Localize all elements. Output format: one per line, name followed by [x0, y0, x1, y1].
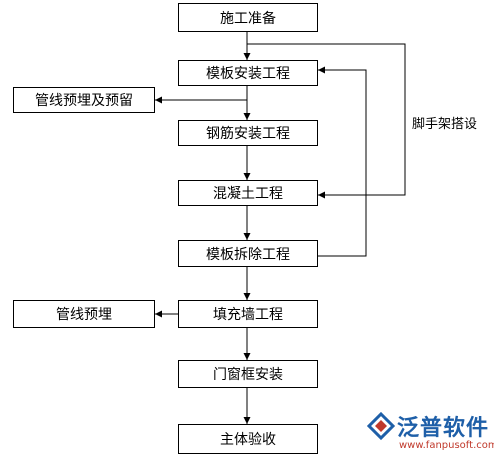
side-box-pipe-embed-reserve: 管线预埋及预留 — [13, 87, 155, 113]
step-infill-wall: 填充墙工程 — [178, 300, 318, 328]
logo-name: 泛普软件 — [397, 416, 490, 441]
scaffold-loop-inner — [318, 66, 367, 257]
fanpu-logo-icon — [367, 412, 395, 441]
step-window-frame-install: 门窗框安装 — [178, 360, 318, 388]
step-concrete: 混凝土工程 — [178, 180, 318, 206]
step-rebar-install: 钢筋安装工程 — [178, 120, 318, 146]
scaffold-label: 脚手架搭设 — [412, 117, 478, 132]
logo-url: www.fanpusoft.com — [399, 440, 494, 451]
step-main-acceptance: 主体验收 — [178, 424, 318, 454]
fanpu-logo: 泛普软件 www.fanpusoft.com — [367, 410, 494, 458]
scaffold-loop-outer — [246, 32, 406, 199]
step-construction-prep: 施工准备 — [178, 3, 318, 32]
step-formwork-install: 模板安装工程 — [178, 60, 318, 86]
side-box-pipe-embed: 管线预埋 — [13, 300, 155, 328]
step-formwork-removal: 模板拆除工程 — [178, 240, 318, 267]
